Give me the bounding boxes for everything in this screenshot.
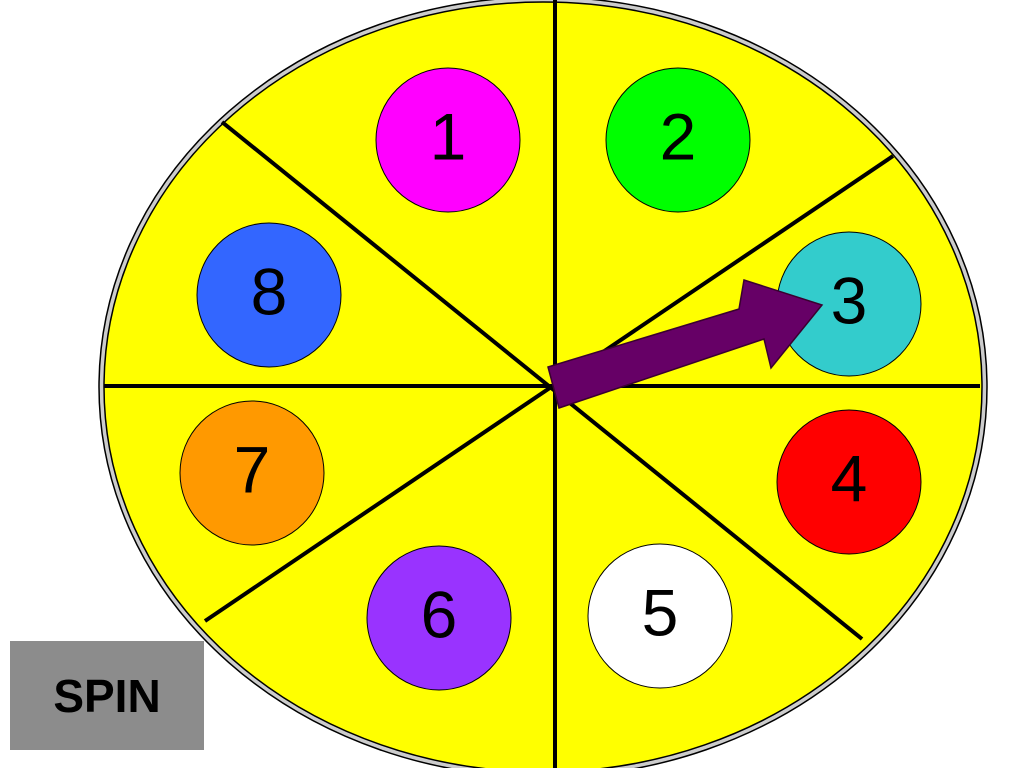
number-label-5: 5	[642, 575, 679, 649]
segment-4[interactable]: 4	[776, 409, 922, 555]
spin-button[interactable]: SPIN	[10, 641, 204, 750]
number-label-3: 3	[831, 263, 868, 337]
segment-8[interactable]: 8	[196, 222, 342, 368]
number-circle-7	[179, 400, 325, 546]
number-circle-1	[375, 67, 521, 213]
divider-diagonal-a	[220, 120, 864, 641]
number-circle-4	[776, 409, 922, 555]
segment-6[interactable]: 6	[366, 545, 512, 691]
number-label-2: 2	[660, 99, 697, 173]
number-label-8: 8	[251, 254, 288, 328]
segment-7[interactable]: 7	[179, 400, 325, 546]
number-label-6: 6	[421, 577, 458, 651]
number-circle-2	[605, 67, 751, 213]
number-label-7: 7	[234, 432, 271, 506]
number-circle-6	[366, 545, 512, 691]
segment-5[interactable]: 5	[587, 543, 733, 689]
segment-2[interactable]: 2	[605, 67, 751, 213]
pointer-arrow-icon[interactable]	[547, 279, 824, 409]
number-circle-8	[196, 222, 342, 368]
segment-1[interactable]: 1	[375, 67, 521, 213]
number-label-4: 4	[831, 441, 868, 515]
number-circle-5	[587, 543, 733, 689]
divider-diagonal-b	[203, 154, 895, 623]
number-label-1: 1	[430, 99, 467, 173]
